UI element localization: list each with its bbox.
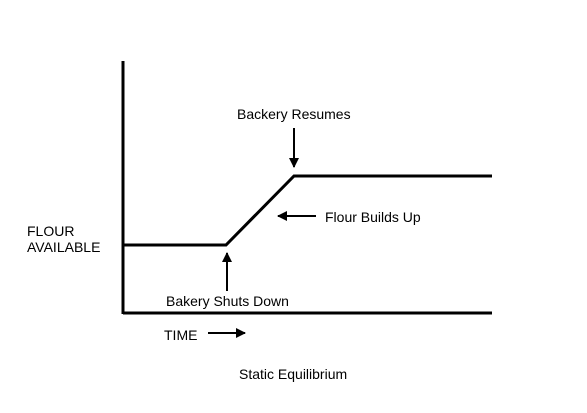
flour-level-line (123, 174, 492, 247)
diagram-caption: Static Equilibrium (239, 366, 348, 382)
resumes-label: Backery Resumes (237, 106, 351, 122)
y-axis-label-line-2: AVAILABLE (27, 239, 101, 255)
x-axis-label: TIME (164, 327, 198, 343)
y-axis-label: FLOUR AVAILABLE (27, 223, 100, 255)
shuts-down-label: Bakery Shuts Down (166, 293, 289, 309)
y-axis-label-line-1: FLOUR (27, 223, 75, 239)
builds-up-label: Flour Builds Up (325, 209, 421, 225)
